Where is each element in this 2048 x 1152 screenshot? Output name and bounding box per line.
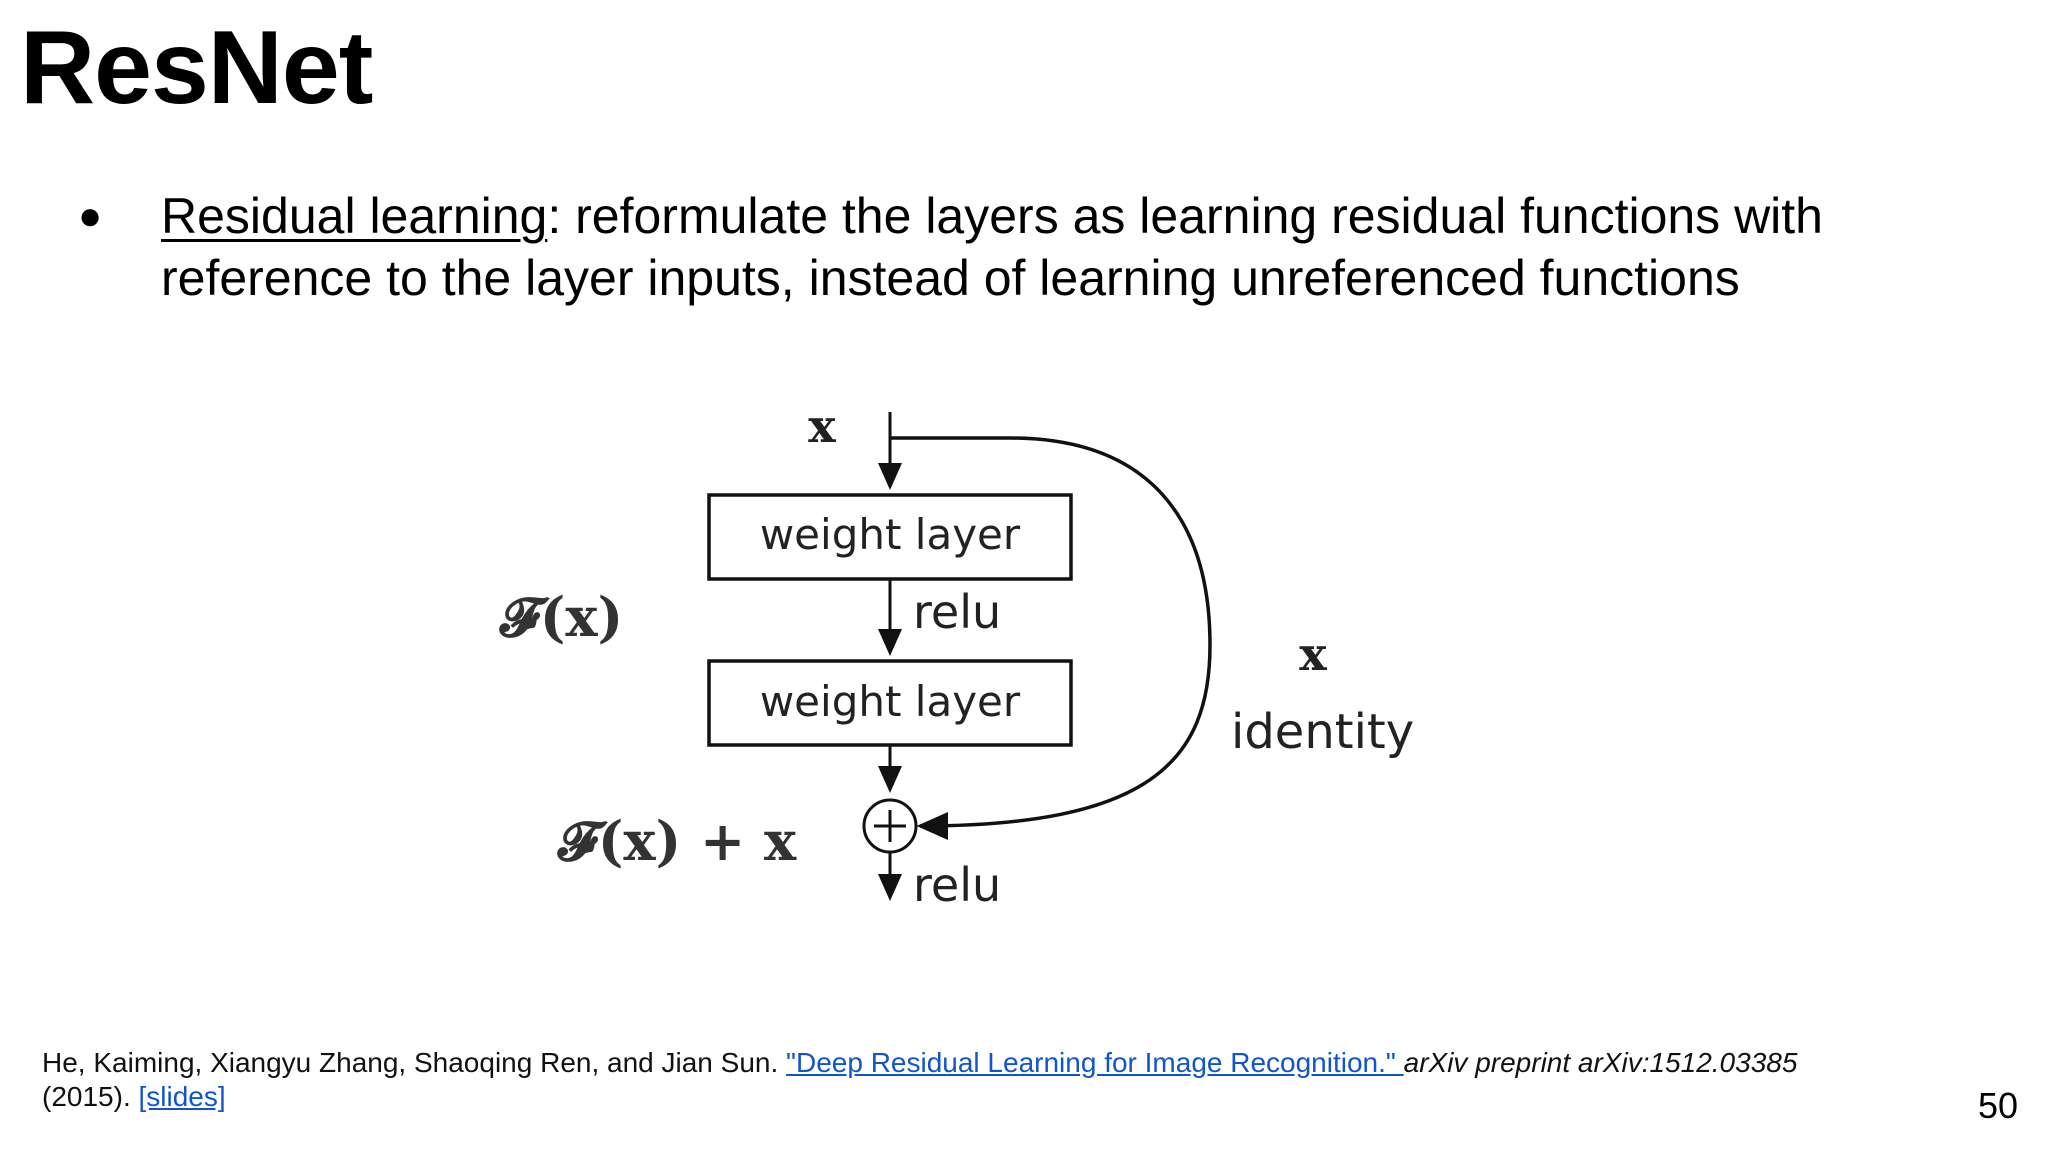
citation: He, Kaiming, Xiangyu Zhang, Shaoqing Ren… xyxy=(42,1046,1922,1114)
sum-node-icon xyxy=(862,798,918,854)
page-number: 50 xyxy=(1977,1085,2018,1126)
citation-year: (2015). xyxy=(42,1081,139,1112)
weight-layer-box-2 xyxy=(707,659,1073,747)
identity-label: identity xyxy=(1231,704,1414,760)
weight-layer-label-2: weight layer xyxy=(760,677,1021,726)
relu-label-1: relu xyxy=(913,585,1001,639)
weight-layer-label-1: weight layer xyxy=(760,510,1021,559)
relu-label-2: relu xyxy=(913,858,1001,912)
citation-venue: arXiv preprint arXiv:1512.03385 xyxy=(1403,1047,1798,1078)
bullet-text: : reformulate the layers as learning res… xyxy=(161,188,1823,306)
identity-shortcut-path xyxy=(890,436,1212,840)
citation-authors: He, Kaiming, Xiangyu Zhang, Shaoqing Ren… xyxy=(42,1047,787,1078)
weight-layer-box-1 xyxy=(707,493,1073,581)
identity-x-label: x xyxy=(1299,627,1327,681)
input-x-label: x xyxy=(808,399,836,453)
bullet-list: ● Residual learning: reformulate the lay… xyxy=(78,185,1978,309)
bullet-term: Residual learning xyxy=(161,188,548,244)
slide-title: ResNet xyxy=(20,10,373,126)
fx-plus-x-label: 𝓕(x) + x xyxy=(557,809,797,873)
bullet-item: ● Residual learning: reformulate the lay… xyxy=(78,185,1978,309)
bullet-dot-icon: ● xyxy=(78,194,103,238)
slides-link[interactable]: [slides] xyxy=(138,1081,226,1112)
fx-label: 𝓕(x) xyxy=(499,585,623,649)
paper-link[interactable]: "Deep Residual Learning for Image Recogn… xyxy=(786,1047,1404,1078)
